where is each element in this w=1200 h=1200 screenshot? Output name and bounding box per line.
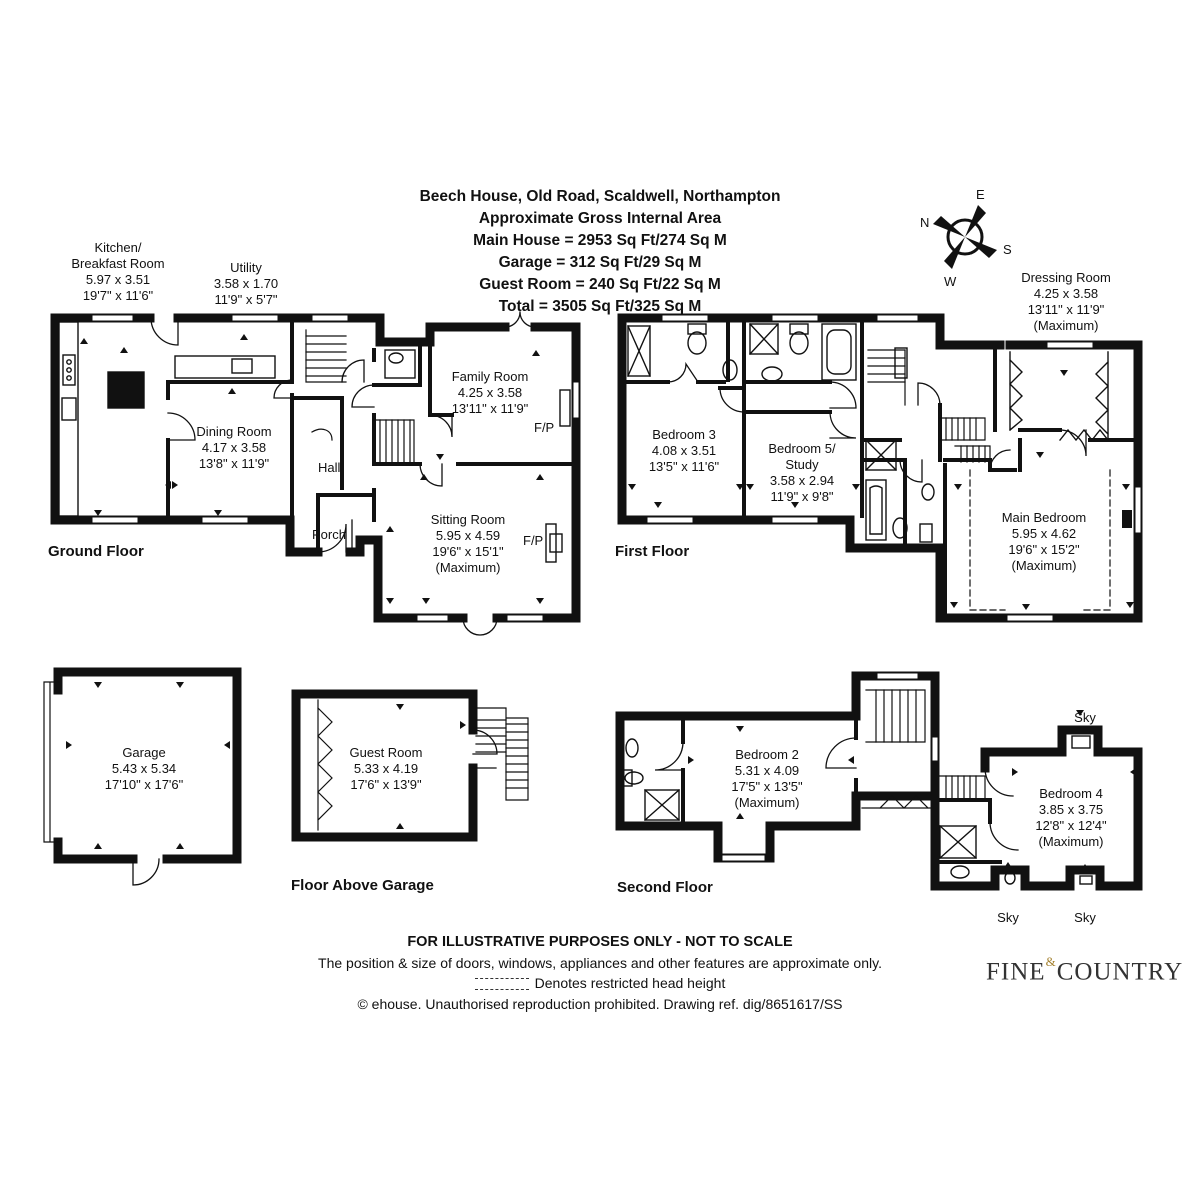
- logo-word-country: COUNTRY: [1056, 958, 1184, 986]
- disclaimer-text: FOR ILLUSTRATIVE PURPOSES ONLY - NOT TO …: [407, 934, 793, 950]
- restricted-height-text: Denotes restricted head height: [534, 975, 726, 991]
- svg-text:13'11" x 11'9": 13'11" x 11'9": [452, 401, 529, 416]
- property-title: Beech House, Old Road, Scaldwell, Northa…: [419, 188, 781, 205]
- svg-text:Family Room: Family Room: [452, 369, 529, 384]
- area-total: Total = 3505 Sq Ft/325 Sq M: [498, 298, 702, 315]
- garage-label: Garage 5.43 x 5.34 17'10" x 17'6": [105, 745, 184, 792]
- area-guest-room: Guest Room = 240 Sq Ft/22 Sq M: [479, 276, 721, 293]
- svg-text:Bedroom 2: Bedroom 2: [735, 747, 799, 762]
- svg-text:5.95 x 4.59: 5.95 x 4.59: [436, 528, 500, 543]
- compass-icon: E S N W: [920, 187, 1012, 289]
- fine-and-country-logo: FINE&COUNTRY: [986, 954, 1184, 986]
- guest-room-label: Guest Room 5.33 x 4.19 17'6" x 13'9": [350, 745, 423, 792]
- first-floor-label: First Floor: [615, 543, 689, 560]
- logo-word-fine: FINE: [986, 958, 1046, 986]
- compass-n: N: [920, 215, 929, 230]
- svg-text:5.97 x 3.51: 5.97 x 3.51: [86, 272, 150, 287]
- svg-text:13'11" x 11'9": 13'11" x 11'9": [1028, 302, 1105, 317]
- svg-text:(Maximum): (Maximum): [735, 795, 800, 810]
- ground-floor-plan: [50, 311, 581, 636]
- guest-room-plan: [291, 689, 529, 842]
- svg-text:Bedroom 3: Bedroom 3: [652, 427, 716, 442]
- copyright-text: © ehouse. Unauthorised reproduction proh…: [357, 995, 843, 1012]
- restricted-height-icon: [474, 978, 529, 991]
- approximate-note: The position & size of doors, windows, a…: [318, 954, 882, 971]
- family-room-label: Family Room 4.25 x 3.58 13'11" x 11'9": [452, 369, 529, 416]
- main-bedroom-label: Main Bedroom 5.95 x 4.62 19'6" x 15'2" (…: [1002, 510, 1087, 573]
- bedroom-3-label: Bedroom 3 4.08 x 3.51 13'5" x 11'6": [649, 427, 720, 474]
- second-floor-label: Second Floor: [617, 879, 713, 896]
- porch-label: Porch: [312, 527, 346, 542]
- svg-text:5.33 x 4.19: 5.33 x 4.19: [354, 761, 418, 776]
- dressing-room-label: Dressing Room 4.25 x 3.58 13'11" x 11'9"…: [1021, 270, 1111, 333]
- svg-text:Garage: Garage: [122, 745, 165, 760]
- area-main-house: Main House = 2953 Sq Ft/274 Sq M: [473, 232, 727, 249]
- svg-text:19'6" x 15'1": 19'6" x 15'1": [432, 544, 504, 559]
- compass-s: S: [1003, 242, 1012, 257]
- svg-text:12'8" x 12'4": 12'8" x 12'4": [1035, 818, 1107, 833]
- svg-text:17'10" x 17'6": 17'10" x 17'6": [105, 777, 184, 792]
- bedroom-2-label: Bedroom 2 5.31 x 4.09 17'5" x 13'5" (Max…: [731, 747, 803, 810]
- compass-w: W: [944, 274, 957, 289]
- svg-text:11'9" x 9'8": 11'9" x 9'8": [770, 489, 833, 504]
- svg-text:19'7" x 11'6": 19'7" x 11'6": [83, 288, 154, 303]
- svg-text:Main Bedroom: Main Bedroom: [1002, 510, 1087, 525]
- fireplace-label-family: F/P: [534, 420, 554, 435]
- garage-plan: [43, 667, 242, 886]
- svg-text:Study: Study: [785, 457, 819, 472]
- svg-text:Dressing Room: Dressing Room: [1021, 270, 1111, 285]
- second-floor-plan: [615, 671, 1143, 891]
- skylight-label-right: Sky: [1074, 910, 1096, 925]
- skylight-label-top: Sky: [1074, 710, 1096, 725]
- svg-text:3.85 x 3.75: 3.85 x 3.75: [1039, 802, 1103, 817]
- svg-text:(Maximum): (Maximum): [436, 560, 501, 575]
- svg-text:(Maximum): (Maximum): [1034, 318, 1099, 333]
- bedroom-4-label: Bedroom 4 3.85 x 3.75 12'8" x 12'4" (Max…: [1035, 786, 1107, 849]
- plan-header: Beech House, Old Road, Scaldwell, Northa…: [0, 186, 1200, 318]
- skylight-label-left: Sky: [997, 910, 1019, 925]
- first-floor-plan: [617, 313, 1143, 623]
- svg-text:4.08 x 3.51: 4.08 x 3.51: [652, 443, 716, 458]
- area-garage: Garage = 312 Sq Ft/29 Sq M: [498, 254, 702, 271]
- ground-floor-label: Ground Floor: [48, 543, 144, 560]
- svg-text:4.25 x 3.58: 4.25 x 3.58: [1034, 286, 1098, 301]
- bedroom-5-label: Bedroom 5/ Study 3.58 x 2.94 11'9" x 9'8…: [768, 441, 836, 504]
- svg-text:5.95 x 4.62: 5.95 x 4.62: [1012, 526, 1076, 541]
- svg-text:5.43 x 5.34: 5.43 x 5.34: [112, 761, 176, 776]
- svg-text:Kitchen/: Kitchen/: [95, 240, 142, 255]
- fireplace-label-sitting: F/P: [523, 533, 543, 548]
- svg-text:(Maximum): (Maximum): [1039, 834, 1104, 849]
- svg-text:5.31 x 4.09: 5.31 x 4.09: [735, 763, 799, 778]
- svg-text:17'6" x 13'9": 17'6" x 13'9": [350, 777, 422, 792]
- svg-text:Breakfast Room: Breakfast Room: [71, 256, 164, 271]
- kitchen-label: Kitchen/ Breakfast Room 5.97 x 3.51 19'7…: [71, 240, 164, 303]
- restricted-height-legend: Denotes restricted head height: [0, 973, 1200, 994]
- svg-text:3.58 x 2.94: 3.58 x 2.94: [770, 473, 834, 488]
- svg-text:3.58 x 1.70: 3.58 x 1.70: [214, 276, 278, 291]
- floor-above-garage-label: Floor Above Garage: [291, 877, 434, 894]
- svg-text:13'8" x 11'9": 13'8" x 11'9": [199, 456, 270, 471]
- sitting-room-label: Sitting Room 5.95 x 4.59 19'6" x 15'1" (…: [431, 512, 505, 575]
- dining-room-label: Dining Room 4.17 x 3.58 13'8" x 11'9": [196, 424, 271, 471]
- svg-text:Utility: Utility: [230, 260, 262, 275]
- svg-text:4.25 x 3.58: 4.25 x 3.58: [458, 385, 522, 400]
- svg-text:Bedroom 5/: Bedroom 5/: [768, 441, 836, 456]
- svg-text:13'5" x 11'6": 13'5" x 11'6": [649, 459, 720, 474]
- hall-label: Hall: [318, 460, 341, 475]
- svg-text:19'6" x 15'2": 19'6" x 15'2": [1008, 542, 1080, 557]
- logo-ampersand: &: [1045, 954, 1057, 969]
- utility-label: Utility 3.58 x 1.70 11'9" x 5'7": [214, 260, 278, 307]
- svg-text:Bedroom 4: Bedroom 4: [1039, 786, 1103, 801]
- svg-text:(Maximum): (Maximum): [1012, 558, 1077, 573]
- svg-text:Sitting Room: Sitting Room: [431, 512, 505, 527]
- svg-text:Dining Room: Dining Room: [196, 424, 271, 439]
- area-subtitle: Approximate Gross Internal Area: [478, 210, 722, 227]
- svg-text:11'9" x 5'7": 11'9" x 5'7": [214, 292, 277, 307]
- plan-footer: FOR ILLUSTRATIVE PURPOSES ONLY - NOT TO …: [0, 932, 1200, 1014]
- svg-text:4.17 x 3.58: 4.17 x 3.58: [202, 440, 266, 455]
- svg-text:Guest Room: Guest Room: [350, 745, 423, 760]
- svg-text:17'5" x 13'5": 17'5" x 13'5": [731, 779, 803, 794]
- compass-e: E: [976, 187, 985, 202]
